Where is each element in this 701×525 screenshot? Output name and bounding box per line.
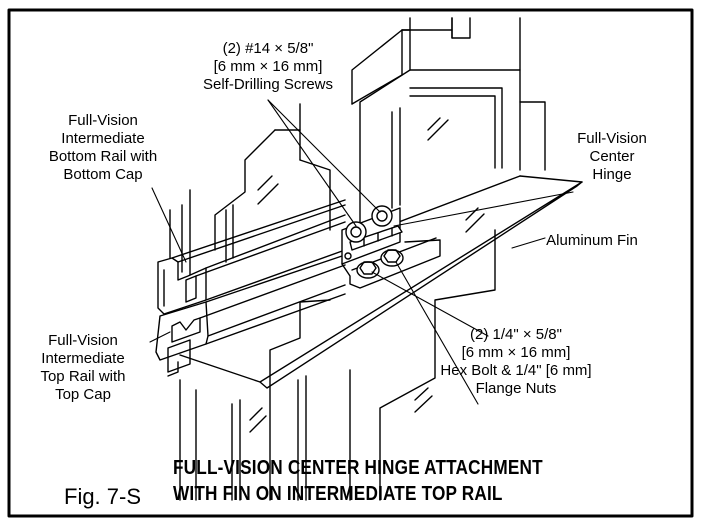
bolts-label-line-1: (2) 1/4" × 5/8" xyxy=(470,326,562,343)
bottom-rail-label-line-2: Intermediate xyxy=(61,130,145,147)
hinge-label-line-2: Center xyxy=(589,148,635,165)
hinge-label-line-1: Full-Vision xyxy=(577,130,647,147)
top-rail-label-line-2: Intermediate xyxy=(41,350,125,367)
intermediate-rails xyxy=(155,199,346,377)
hex-bolts xyxy=(356,249,404,279)
self-drilling-screws xyxy=(345,205,393,243)
caption-line-1: FULL-VISION CENTER HINGE ATTACHMENT xyxy=(173,457,543,479)
lower-door-panel xyxy=(179,229,496,501)
top-rail-label-line-3: Top Rail with xyxy=(40,368,126,385)
figure-number: Fig. 7-S xyxy=(64,484,142,509)
bottom-rail-label-line-1: Full-Vision xyxy=(68,112,138,129)
bolts-label-line-2: [6 mm × 16 mm] xyxy=(461,344,571,361)
hinge-label: Full-Vision Center Hinge xyxy=(562,130,662,184)
bolts-label-line-4: Flange Nuts xyxy=(475,380,557,397)
screws-label: (2) #14 × 5/8" [6 mm × 16 mm] Self-Drill… xyxy=(140,40,396,94)
top-rail-label-line-4: Top Cap xyxy=(55,386,111,403)
screws-label-line-3: Self-Drilling Screws xyxy=(202,76,334,93)
upper-door-panel xyxy=(351,17,546,233)
bottom-rail-label-line-3: Bottom Rail with xyxy=(48,148,158,165)
bolts-label-line-3: Hex Bolt & 1/4" [6 mm] xyxy=(440,362,592,379)
figure-caption-title: FULL-VISION CENTER HINGE ATTACHMENT WITH… xyxy=(173,455,543,507)
screws-label-line-1: (2) #14 × 5/8" xyxy=(222,40,314,57)
caption-line-2: WITH FIN ON INTERMEDIATE TOP RAIL xyxy=(173,483,503,505)
top-rail-label: Full-Vision Intermediate Top Rail with T… xyxy=(18,332,148,404)
fin-label: Aluminum Fin xyxy=(532,232,652,250)
hinge-label-line-3: Hinge xyxy=(592,166,632,183)
bottom-rail-label: Full-Vision Intermediate Bottom Rail wit… xyxy=(28,112,178,184)
bottom-rail-label-line-4: Bottom Cap xyxy=(63,166,143,183)
bolts-label: (2) 1/4" × 5/8" [6 mm × 16 mm] Hex Bolt … xyxy=(416,326,616,398)
top-rail-label-line-1: Full-Vision xyxy=(48,332,118,349)
screws-label-line-2: [6 mm × 16 mm] xyxy=(213,58,323,75)
fin-label-line: Aluminum Fin xyxy=(546,232,638,249)
leader-lines xyxy=(149,99,574,405)
